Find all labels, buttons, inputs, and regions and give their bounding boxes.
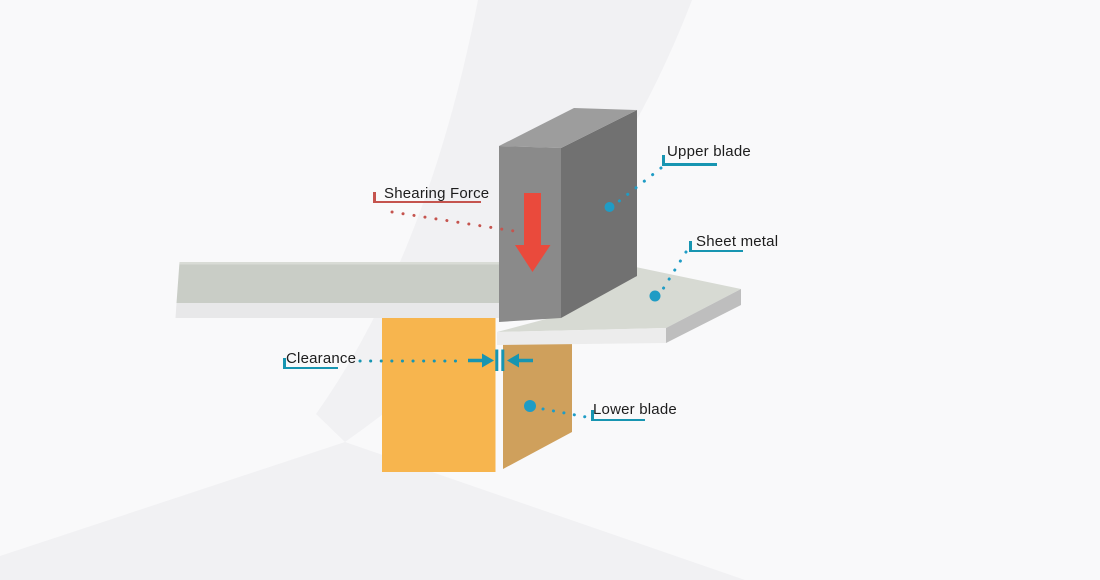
upper-blade-shape <box>499 108 637 322</box>
underline-tick-shearing-force <box>373 192 376 203</box>
underline-sheet-metal <box>689 249 743 252</box>
clearance-bar-left <box>495 349 499 371</box>
label-sheet-metal: Sheet metal <box>696 233 779 250</box>
lower-blade-side-face <box>503 340 572 469</box>
label-lower-blade: Lower blade <box>593 401 677 418</box>
force-arrow-down-icon <box>515 193 551 272</box>
clearance-arrow-left-icon <box>507 353 519 368</box>
anchor-dot-lower-blade <box>524 400 536 412</box>
sheet-right-top-face <box>497 266 741 332</box>
sheet-right-front-face <box>497 328 666 345</box>
lower-blade-shape <box>382 318 572 472</box>
sheet-left-top-face <box>176 262 510 303</box>
clearance-bar-right <box>501 349 505 371</box>
background-wedge-bottom <box>0 442 745 580</box>
underline-tick-upper-blade <box>662 154 665 166</box>
upper-blade-top-face <box>499 108 637 148</box>
underline-upper-blade <box>662 163 717 166</box>
underline-lower-blade <box>591 418 645 421</box>
label-shearing-force: Shearing Force <box>384 185 490 202</box>
sheet-left-front-face <box>175 303 510 318</box>
clearance-indicator <box>468 349 533 371</box>
underline-tick-lower-blade <box>591 410 594 421</box>
sheet-right-end-face <box>666 289 741 343</box>
underline-tick-sheet-metal <box>689 241 692 252</box>
underline-shearing-force <box>373 200 481 203</box>
label-upper-blade: Upper blade <box>667 143 751 160</box>
clearance-arrow-right-icon <box>482 353 494 368</box>
leader-upper-blade <box>616 166 663 204</box>
leader-sheet-metal <box>661 250 688 291</box>
anchor-dot-sheet-metal <box>649 290 661 302</box>
leader-lower-blade <box>541 407 588 419</box>
underline-tick-clearance <box>283 358 286 369</box>
sheet-metal-right <box>497 266 741 345</box>
anchor-dot-upper-blade <box>604 202 615 212</box>
underline-clearance <box>283 366 338 369</box>
label-clearance: Clearance <box>286 350 357 367</box>
sheet-metal-left <box>175 261 510 318</box>
lower-blade-front-face <box>382 318 496 472</box>
upper-blade-side-face <box>561 110 637 318</box>
